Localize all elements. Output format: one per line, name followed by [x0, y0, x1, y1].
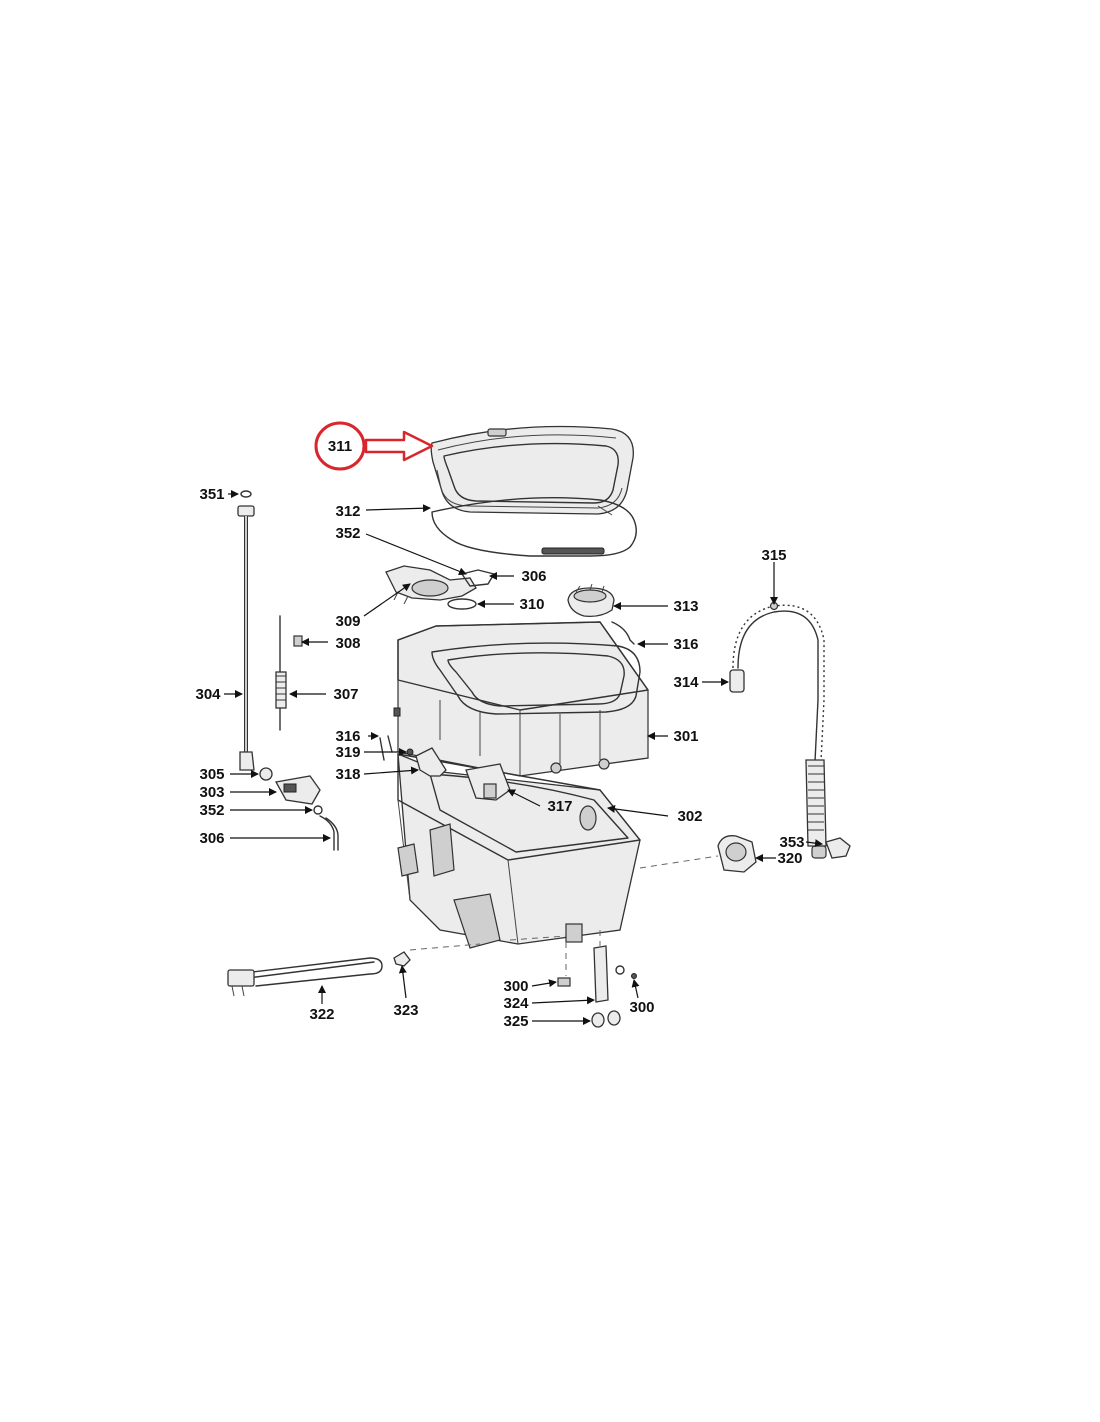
label-352: 352 — [335, 525, 360, 542]
label-325: 325 — [503, 1013, 528, 1030]
highlight-circle — [314, 421, 366, 471]
label-320: 320 — [777, 850, 802, 867]
label-309: 309 — [335, 613, 360, 630]
part-312-inner-ring — [431, 497, 637, 557]
label-306: 306 — [521, 568, 546, 585]
part-318-bracket — [415, 747, 447, 777]
label-306: 306 — [199, 830, 224, 847]
label-323: 323 — [393, 1002, 418, 1019]
label-316: 316 — [673, 636, 698, 653]
part-320-drain-pump — [717, 835, 757, 873]
part-302-lower-tub — [397, 752, 641, 949]
label-317: 317 — [547, 798, 572, 815]
leader-lines — [224, 490, 823, 1025]
label-313: 313 — [673, 598, 698, 615]
label-310: 310 — [519, 596, 544, 613]
label-315: 315 — [761, 547, 786, 564]
highlight-311 — [314, 421, 434, 471]
part-324-leg — [557, 945, 637, 1028]
part-317-bracket — [465, 763, 511, 801]
label-302: 302 — [677, 808, 702, 825]
part-304-pipe — [237, 490, 255, 771]
part-313-pressure-switch — [567, 583, 615, 618]
label-305: 305 — [199, 766, 224, 783]
part-301-top-tub — [393, 621, 649, 777]
part-323-clip — [393, 951, 411, 967]
part-316-top-hose — [611, 621, 635, 645]
part-353-hose-clamp — [825, 837, 851, 859]
label-308: 308 — [335, 635, 360, 652]
part-322-heating-element — [227, 957, 383, 997]
part-311-door-gasket — [430, 425, 634, 516]
label-301: 301 — [673, 728, 698, 745]
part-307-spring — [275, 615, 303, 731]
label-316: 316 — [335, 728, 360, 745]
label-300: 300 — [503, 978, 528, 995]
label-300: 300 — [629, 999, 654, 1016]
label-322: 322 — [309, 1006, 334, 1023]
label-307: 307 — [333, 686, 358, 703]
part-labels: 311 351 312 352 306 309 310 313 315 308 … — [195, 438, 804, 1030]
label-319: 319 — [335, 744, 360, 761]
part-316-319-small-parts — [379, 735, 414, 761]
part-303-valve — [259, 767, 339, 851]
highlight-arrow — [364, 430, 434, 462]
part-310-o-ring — [447, 598, 477, 610]
label-352: 352 — [199, 802, 224, 819]
label-304: 304 — [195, 686, 221, 703]
label-311: 311 — [328, 438, 352, 455]
alignment-lines — [409, 855, 719, 976]
label-324: 324 — [503, 995, 529, 1012]
label-314: 314 — [673, 674, 699, 691]
part-309-valve-assembly — [385, 565, 495, 605]
label-353: 353 — [779, 834, 804, 851]
label-312: 312 — [335, 503, 360, 520]
part-315-drain-hose — [729, 601, 827, 859]
label-318: 318 — [335, 766, 360, 783]
label-351: 351 — [199, 486, 224, 503]
label-303: 303 — [199, 784, 224, 801]
